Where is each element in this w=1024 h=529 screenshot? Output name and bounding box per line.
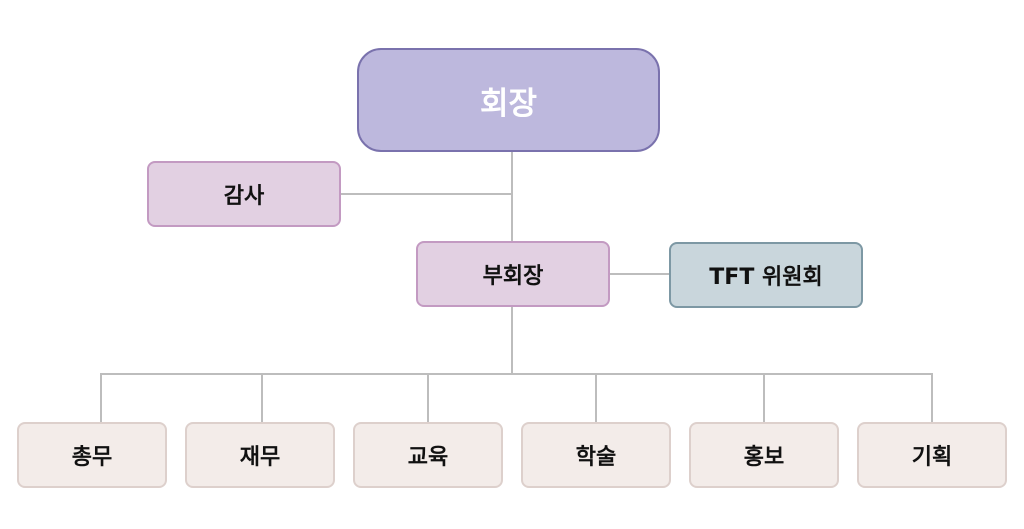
connector-drop-dept-5 <box>763 373 765 422</box>
connector-auditor <box>341 193 512 195</box>
department-label: 학술 <box>575 445 617 470</box>
department-node-finance: 재무 <box>185 422 335 488</box>
department-label: 교육 <box>407 445 449 470</box>
tft-committee-label: TFT 위원회 <box>709 265 823 290</box>
department-node-general-affairs: 총무 <box>17 422 167 488</box>
auditor-node: 감사 <box>147 161 341 227</box>
auditor-label: 감사 <box>223 184 265 209</box>
department-node-planning: 기획 <box>857 422 1007 488</box>
connector-drop-dept-4 <box>595 373 597 422</box>
vice-president-label: 부회장 <box>482 264 544 289</box>
connector-drop-dept-2 <box>261 373 263 422</box>
connector-department-bus <box>100 373 933 375</box>
department-label: 재무 <box>239 445 281 470</box>
connector-tft <box>610 273 669 275</box>
president-label: 회장 <box>479 85 538 122</box>
president-node: 회장 <box>357 48 660 152</box>
connector-vice-to-departments <box>511 307 513 374</box>
department-label: 홍보 <box>743 445 785 470</box>
connector-drop-dept-3 <box>427 373 429 422</box>
department-label: 총무 <box>71 445 113 470</box>
tft-committee-node: TFT 위원회 <box>669 242 863 308</box>
department-node-academic: 학술 <box>521 422 671 488</box>
department-label: 기획 <box>911 445 953 470</box>
vice-president-node: 부회장 <box>416 241 610 307</box>
department-node-education: 교육 <box>353 422 503 488</box>
connector-drop-dept-6 <box>931 373 933 422</box>
connector-president-to-vice <box>511 152 513 241</box>
connector-drop-dept-1 <box>100 373 102 422</box>
department-node-publicity: 홍보 <box>689 422 839 488</box>
